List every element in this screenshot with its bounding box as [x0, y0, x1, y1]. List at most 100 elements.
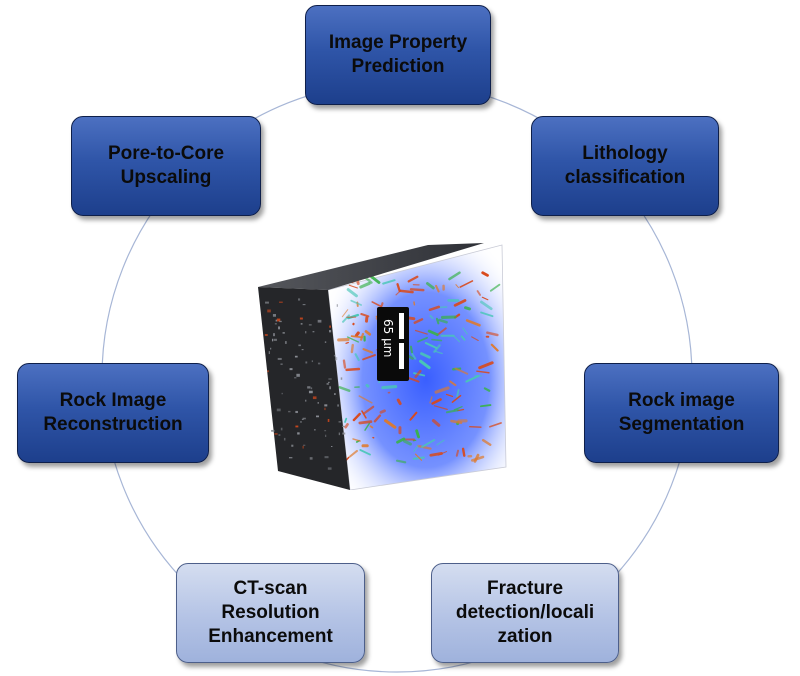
- rock-volume-image: 65 μm: [258, 243, 507, 490]
- pore-stroke: [425, 282, 435, 290]
- pore-stroke: [480, 300, 493, 311]
- texture-speck: [274, 323, 277, 325]
- pore-stroke: [417, 336, 428, 343]
- block-texture: [264, 298, 346, 470]
- texture-speck: [327, 418, 330, 422]
- pore-stroke: [360, 312, 370, 318]
- pore-stroke: [358, 420, 373, 425]
- pore-stroke: [453, 335, 461, 343]
- pore-stroke: [448, 271, 461, 281]
- pore-stroke: [449, 380, 457, 387]
- texture-speck: [277, 357, 282, 360]
- texture-speck: [297, 432, 300, 435]
- node-line: CT-scan: [233, 578, 308, 599]
- pore-stroke: [342, 359, 347, 369]
- texture-speck: [280, 363, 283, 365]
- texture-speck: [300, 421, 302, 423]
- texture-speck: [338, 421, 342, 423]
- pore-stroke: [435, 284, 440, 293]
- texture-speck: [273, 338, 277, 341]
- pore-stroke: [445, 409, 459, 414]
- pore-stroke: [396, 283, 401, 293]
- texture-speck: [302, 417, 306, 420]
- texture-speck: [283, 437, 286, 441]
- pore-stroke: [379, 409, 386, 414]
- texture-speck: [296, 373, 300, 377]
- pore-stroke: [407, 376, 420, 383]
- pore-stroke: [414, 369, 422, 379]
- texture-speck: [305, 399, 307, 402]
- pore-stroke: [453, 406, 463, 411]
- texture-speck: [326, 382, 329, 385]
- texture-speck: [284, 341, 287, 344]
- texture-speck: [328, 381, 330, 383]
- node-line: Fracture: [486, 578, 564, 599]
- scale-bar-label: 65 μm: [381, 319, 395, 357]
- pore-stroke: [489, 422, 502, 428]
- texture-speck: [302, 445, 304, 449]
- pore-stroke: [456, 389, 460, 398]
- texture-speck: [298, 344, 301, 347]
- node-line: Rock image: [628, 390, 735, 411]
- texture-speck: [335, 357, 338, 361]
- pore-stroke: [354, 331, 360, 337]
- pore-stroke: [465, 374, 480, 383]
- texture-speck: [324, 407, 326, 411]
- pore-stroke: [345, 341, 349, 344]
- pore-stroke: [460, 335, 466, 341]
- pore-stroke: [414, 329, 428, 335]
- texture-speck: [288, 410, 291, 413]
- pore-stroke: [413, 318, 424, 324]
- pore-stroke: [354, 353, 360, 362]
- texture-speck: [329, 325, 331, 328]
- scale-bar: 65 μm: [377, 307, 409, 381]
- texture-speck: [270, 347, 272, 350]
- pore-stroke: [424, 342, 438, 349]
- texture-speck: [294, 355, 298, 358]
- pore-stroke: [384, 419, 397, 429]
- texture-speck: [305, 361, 308, 364]
- pore-stroke: [350, 343, 354, 354]
- pore-stroke: [459, 280, 474, 288]
- pore-stroke: [490, 343, 499, 352]
- pore-stroke: [352, 412, 361, 422]
- pore-stroke: [428, 305, 441, 312]
- texture-speck: [336, 304, 338, 307]
- texture-speck: [325, 434, 327, 438]
- pore-stroke: [481, 438, 492, 446]
- pore-stroke: [352, 438, 361, 442]
- texture-speck: [308, 390, 313, 394]
- pore-stroke: [361, 410, 367, 419]
- node-line: Pore-to-Core: [107, 143, 225, 164]
- block-side-face: [258, 287, 350, 490]
- texture-speck: [314, 429, 316, 431]
- texture-speck: [279, 301, 283, 303]
- texture-speck: [299, 317, 303, 320]
- pore-stroke: [465, 319, 481, 327]
- texture-speck: [301, 418, 304, 420]
- texture-speck: [264, 334, 268, 336]
- texture-speck: [317, 402, 319, 404]
- texture-speck: [282, 332, 285, 334]
- texture-speck: [302, 304, 306, 306]
- texture-speck: [297, 298, 301, 301]
- texture-speck: [324, 456, 329, 459]
- pore-stroke: [409, 288, 425, 292]
- pore-stroke: [427, 329, 439, 337]
- texture-speck: [337, 404, 339, 407]
- pore-stroke: [445, 393, 454, 398]
- pore-stroke: [344, 423, 349, 429]
- pore-stroke: [360, 332, 365, 341]
- texture-speck: [279, 320, 282, 323]
- texture-speck: [305, 331, 307, 334]
- pore-stroke: [421, 439, 436, 448]
- pore-stroke: [481, 296, 489, 301]
- texture-speck: [329, 330, 332, 333]
